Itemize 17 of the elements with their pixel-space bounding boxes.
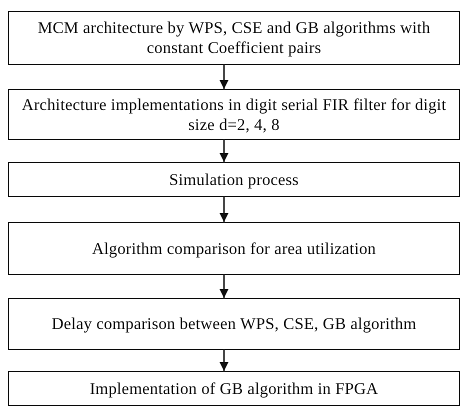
step-text: MCM architecture by WPS, CSE and GB algorithms with constant Coefficient pairs (36, 18, 432, 58)
arrow (220, 140, 228, 162)
step-text: Simulation process (169, 170, 299, 190)
arrow (220, 275, 228, 298)
step-text: Architecture implementations in digit serial FIR filter for digit size d=2, 4, 8 (20, 94, 448, 134)
process-box (8, 11, 460, 65)
step-text: Algorithm comparison for area utilization (92, 238, 376, 258)
process-box (8, 371, 460, 406)
step-text: Implementation of GB algorithm in FPGA (90, 378, 378, 398)
step-text: Delay comparison between WPS, CSE, GB algorithm (52, 314, 416, 334)
process-box (8, 89, 460, 140)
process-box (8, 298, 460, 350)
process-box (8, 162, 460, 197)
arrow (220, 350, 228, 371)
arrow (220, 65, 228, 89)
arrow (220, 197, 228, 222)
process-box (8, 222, 460, 275)
